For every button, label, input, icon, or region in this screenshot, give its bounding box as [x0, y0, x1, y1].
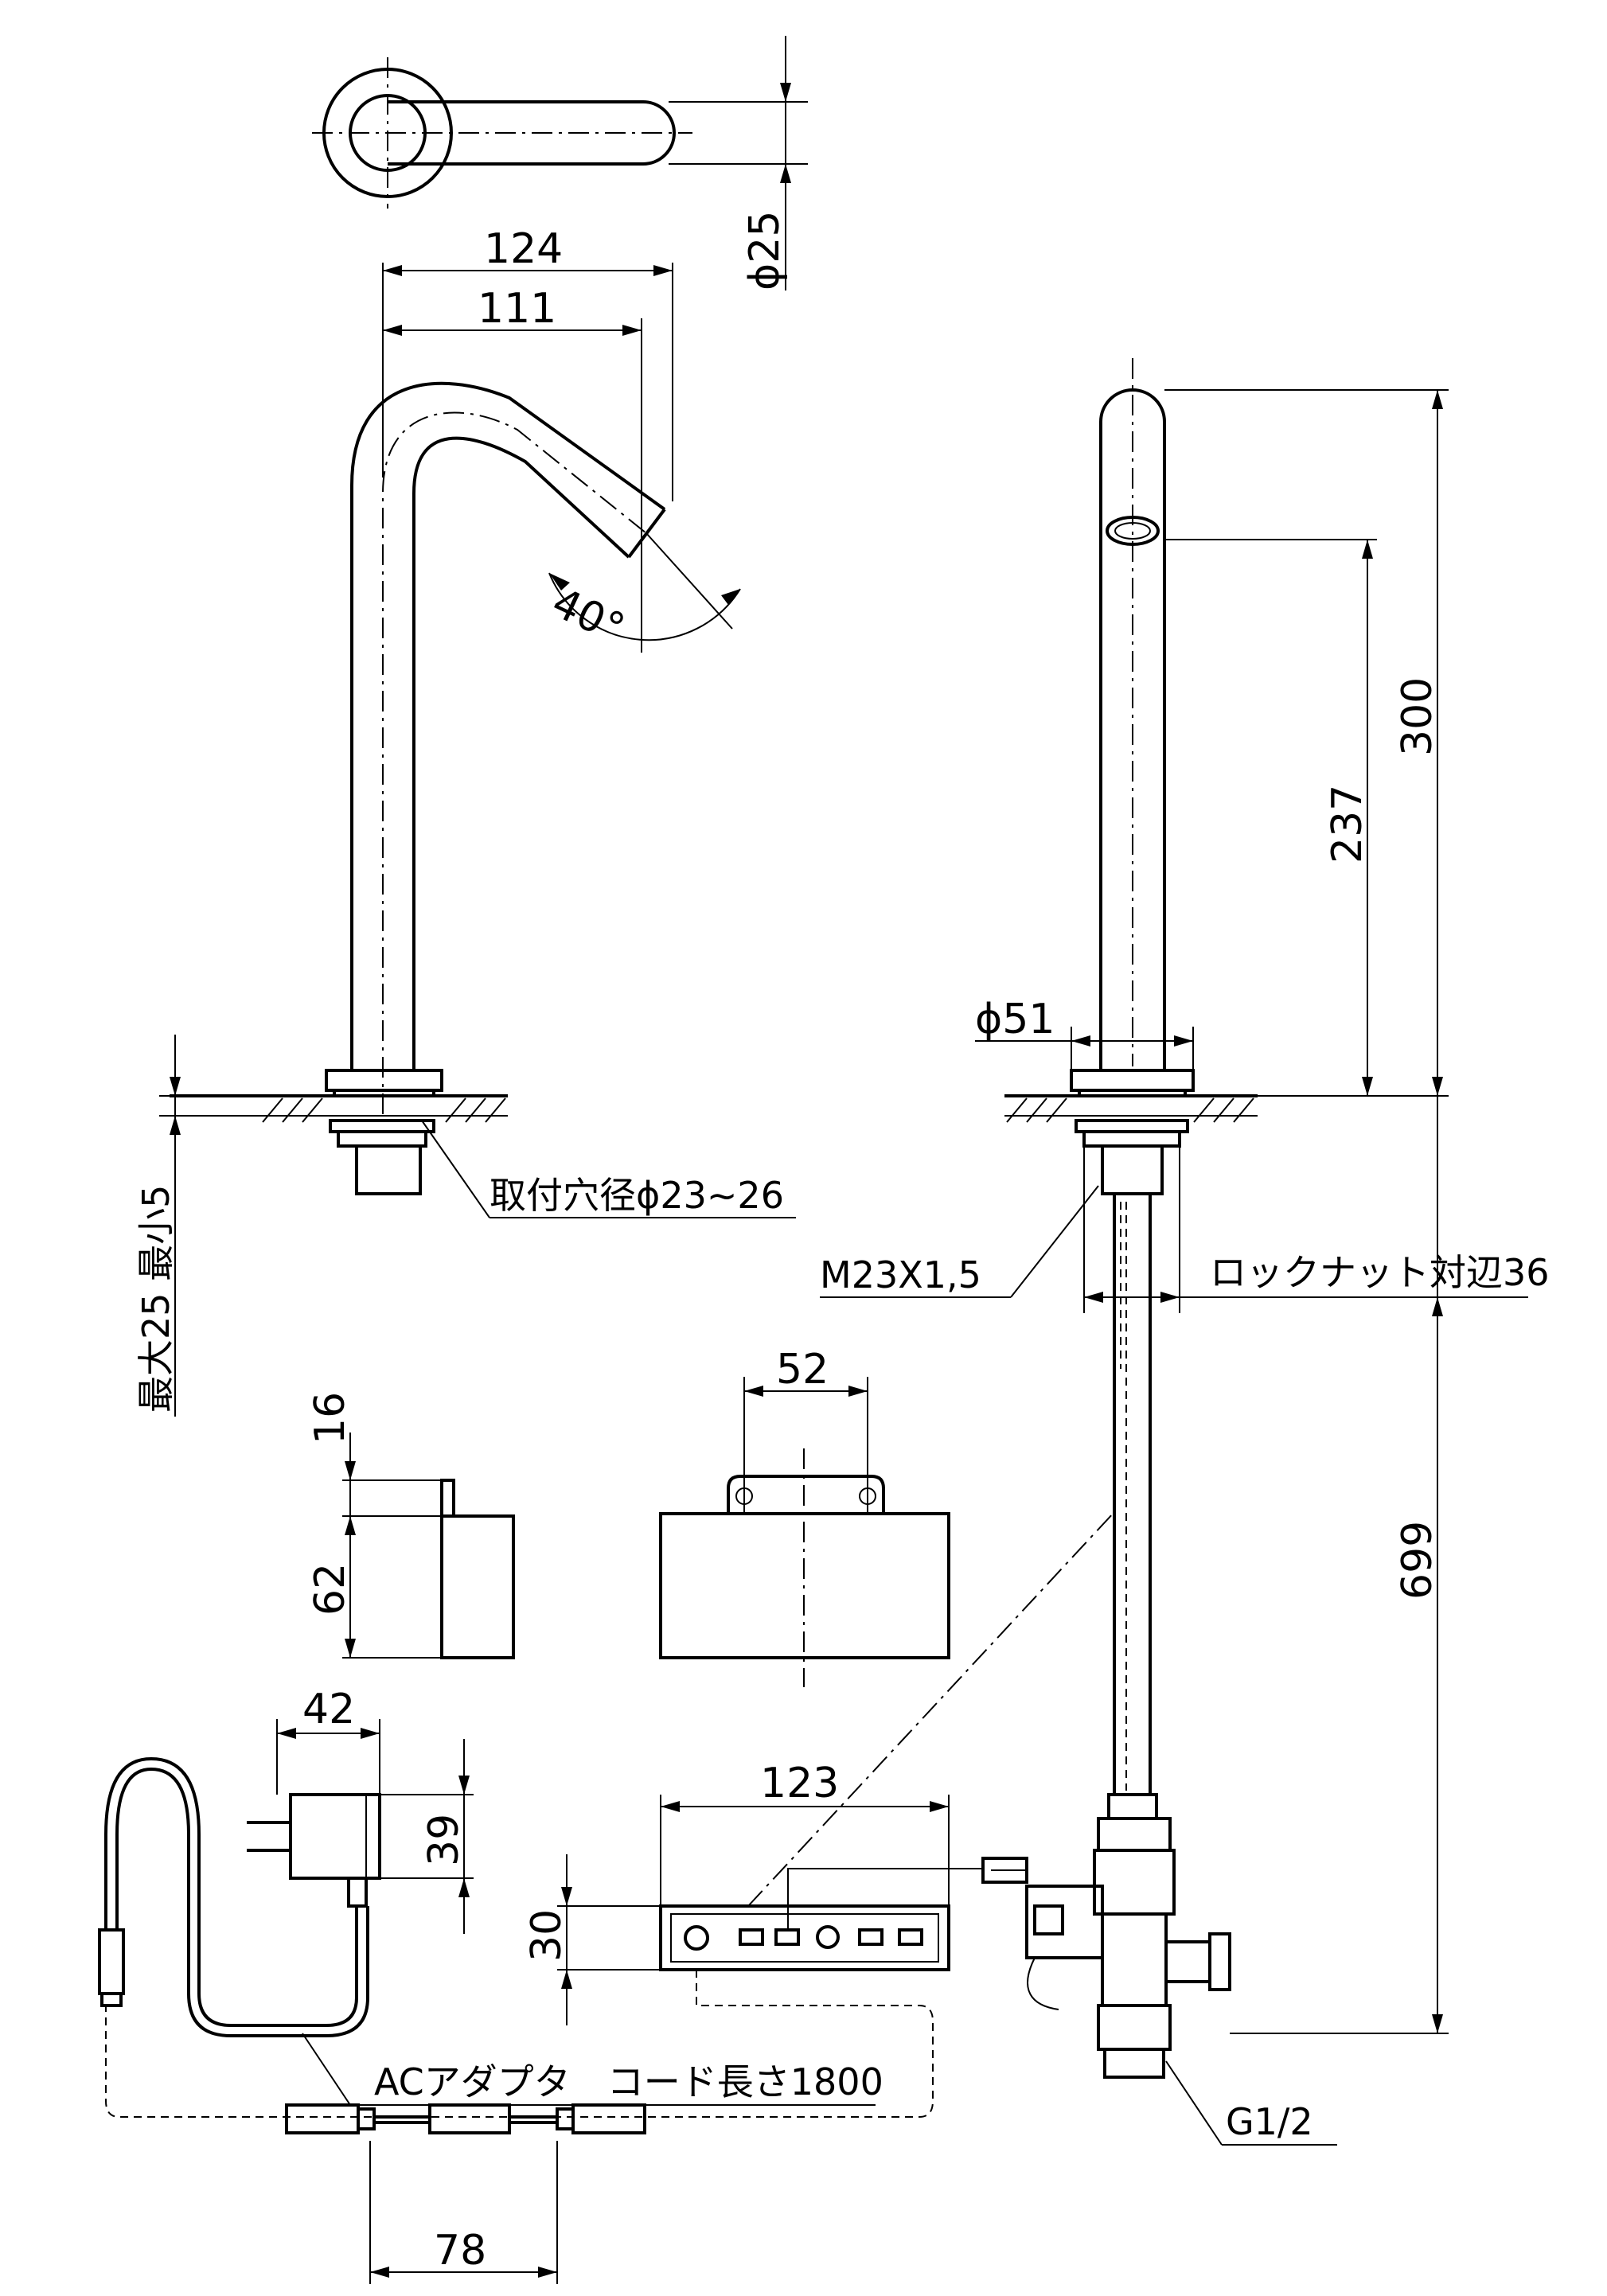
spout-reach-inner-label: 111 — [478, 285, 556, 333]
front-view: 300 237 699 ϕ51 M23X1,5 ロックナット対辺36 G1/2 — [820, 358, 1550, 2146]
ac-adapter: 42 39 ACアダプタ コード長さ1800 — [98, 1686, 883, 2106]
height-sensor-label: 237 — [1324, 785, 1371, 863]
counter-thickness-label: 最大25 最小5 — [135, 1185, 177, 1413]
terminal-height-label: 30 — [523, 1909, 571, 1962]
controller-tab-label: 16 — [306, 1392, 354, 1444]
side-view: 124 111 40° 最大25 最小5 取付穴径ϕ23~26 — [135, 225, 796, 1417]
controller-width-label: 52 — [776, 1346, 829, 1394]
connector-cable: 78 — [285, 2103, 646, 2284]
mounting-hole-label: 取付穴径ϕ23~26 — [490, 1174, 784, 1217]
controller-height-label: 62 — [306, 1563, 354, 1616]
spout-reach-outer-label: 124 — [484, 225, 563, 273]
adapter-height-label: 39 — [420, 1814, 468, 1866]
base-diameter-label: ϕ51 — [975, 996, 1055, 1043]
connector-length-label: 78 — [434, 2227, 486, 2275]
terminal-width-label: 123 — [760, 1760, 839, 1807]
controller: 16 62 52 — [306, 1346, 950, 1687]
locknut-label: ロックナット対辺36 — [1210, 1251, 1550, 1294]
hose-length-label: 699 — [1394, 1521, 1441, 1600]
height-total-label: 300 — [1394, 677, 1441, 756]
terminal-block: 123 30 — [105, 1511, 1115, 2118]
top-view: ϕ25 — [312, 36, 808, 290]
ac-adapter-label: ACアダプタ コード長さ1800 — [374, 2060, 883, 2103]
adapter-width-label: 42 — [302, 1686, 355, 1733]
top-diameter-label: ϕ25 — [741, 211, 789, 290]
thread-label: M23X1,5 — [820, 1253, 981, 1296]
inlet-thread-label: G1/2 — [1226, 2100, 1313, 2143]
